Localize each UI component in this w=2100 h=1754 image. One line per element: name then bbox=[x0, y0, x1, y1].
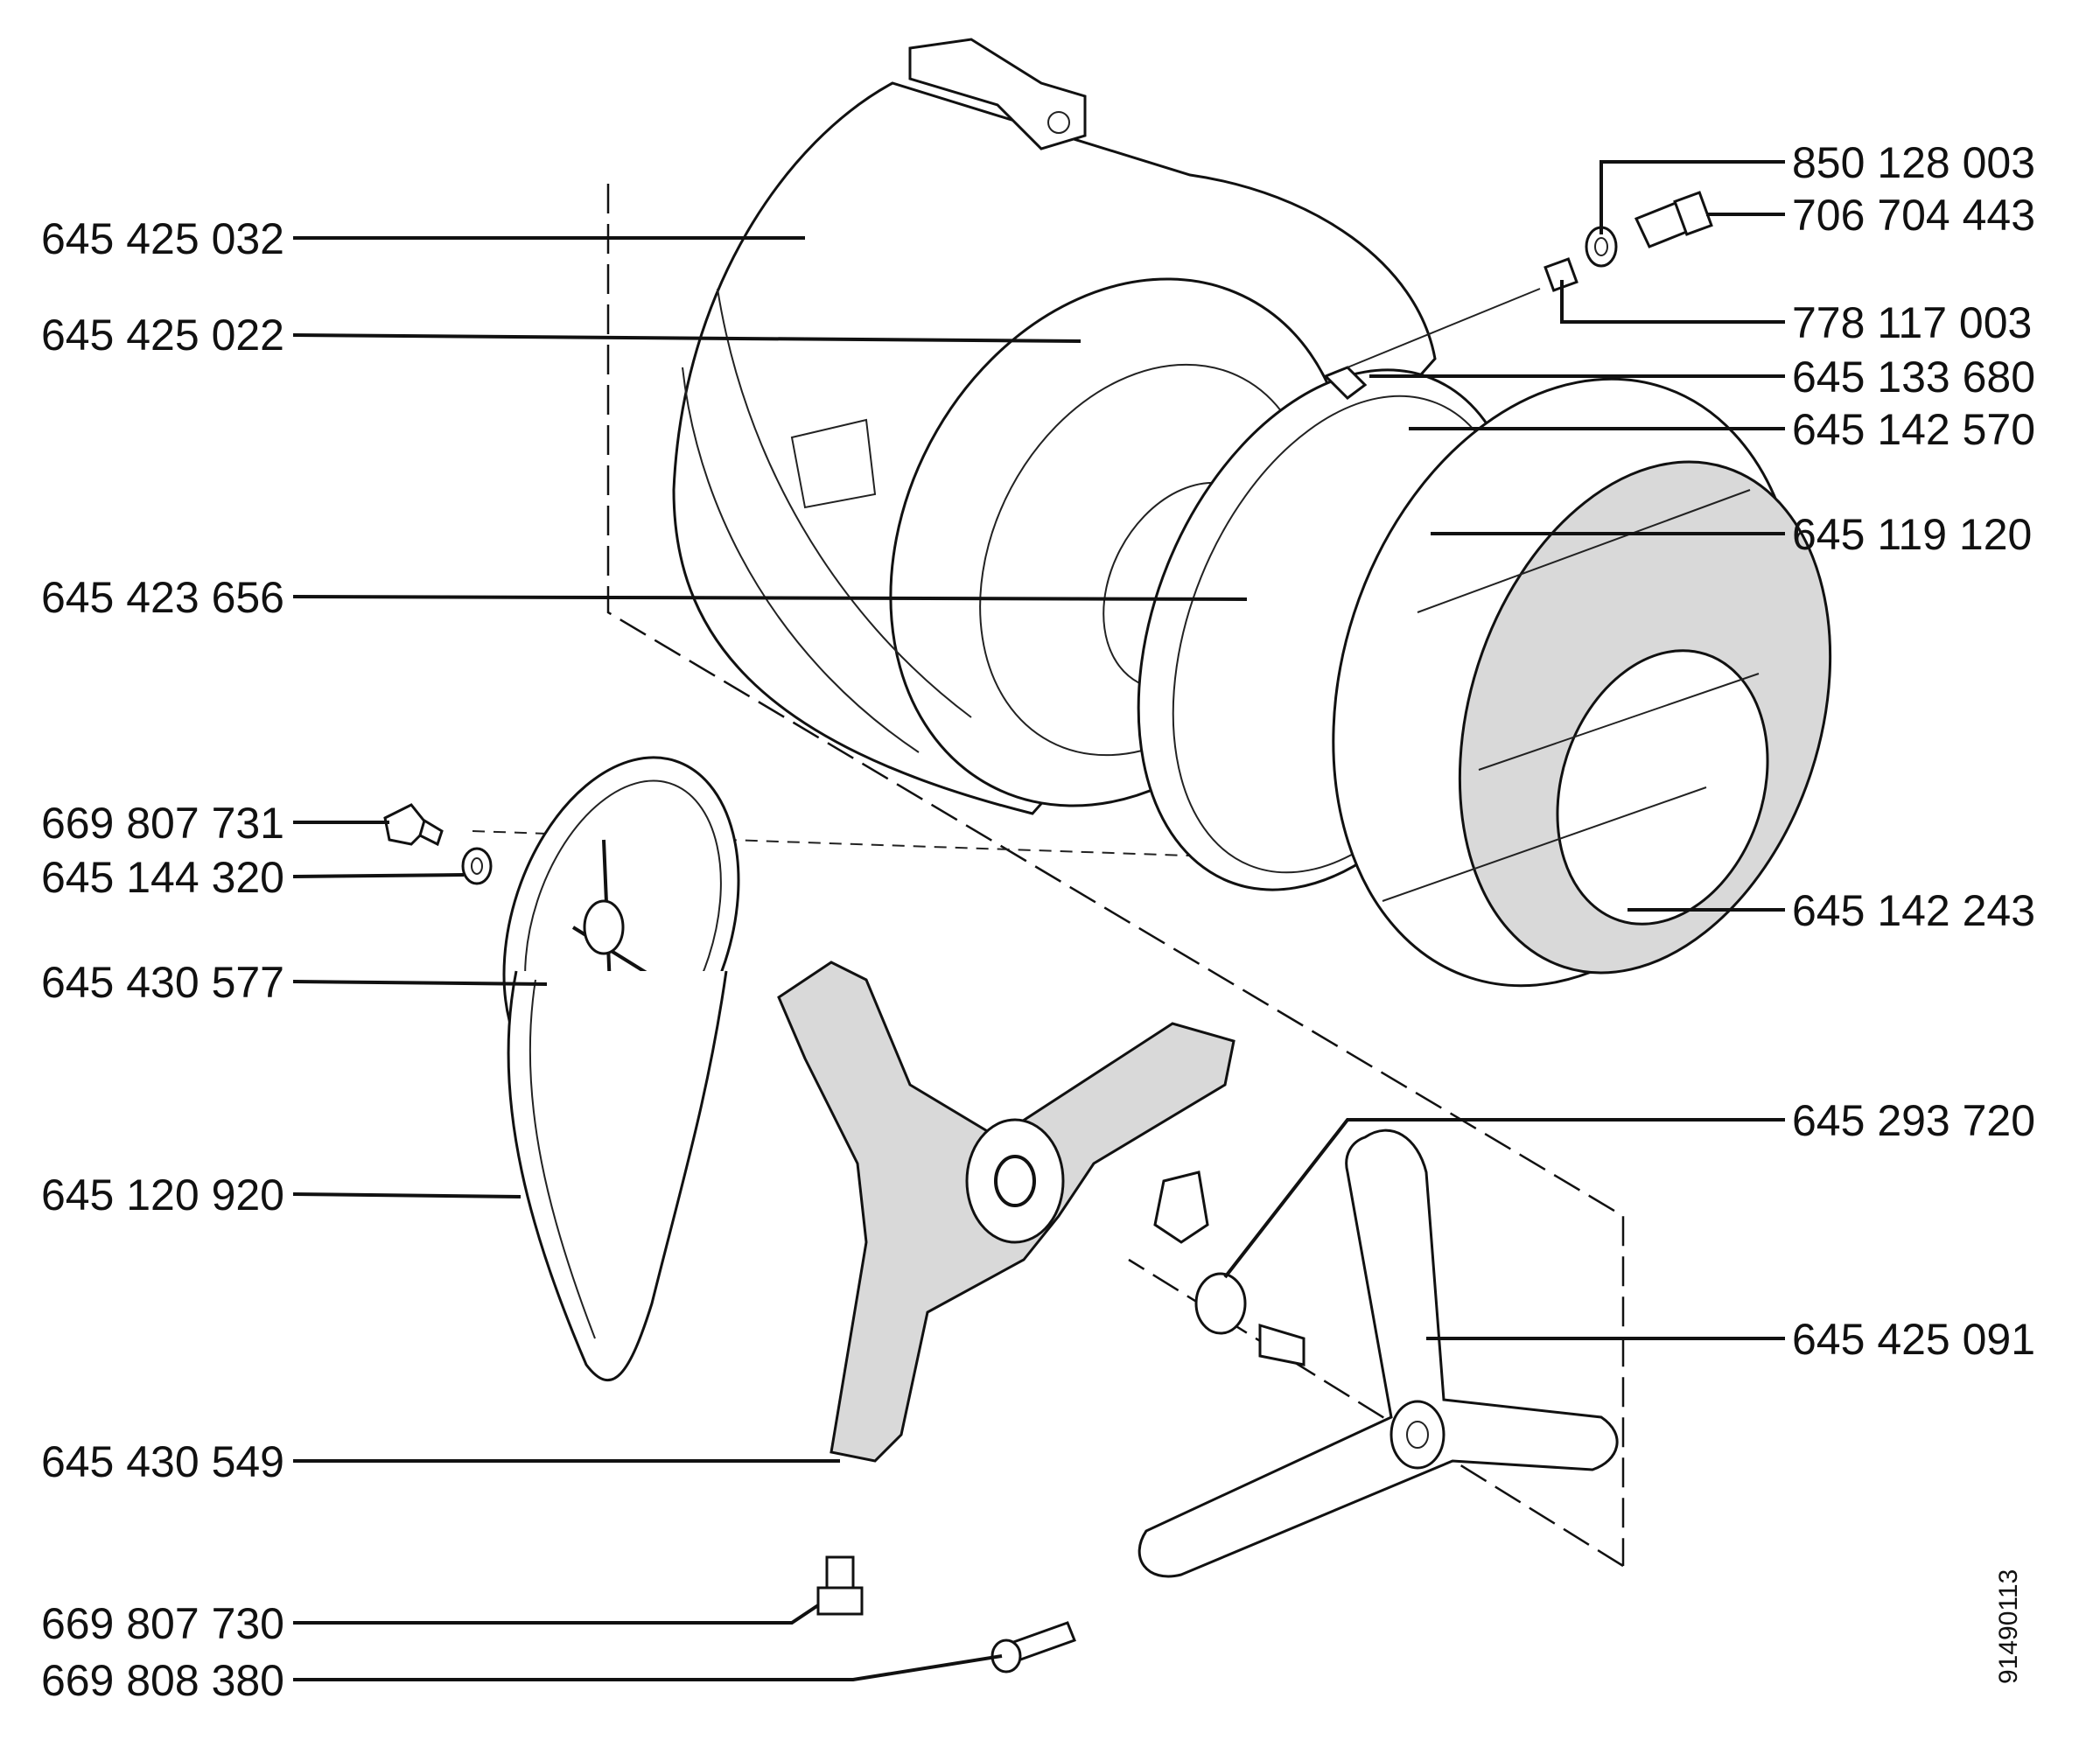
callout-label: 645 133 680 bbox=[1792, 353, 2035, 402]
drawing-code: 91490113 bbox=[1994, 1569, 2023, 1684]
callout-label: 645 430 577 bbox=[41, 958, 284, 1007]
upper-fasteners bbox=[1544, 191, 1713, 292]
axle-bushing bbox=[1194, 1272, 1306, 1366]
pulley-fasteners bbox=[383, 803, 493, 885]
leader-lines bbox=[292, 160, 1785, 1681]
callout-label: 778 117 003 bbox=[1792, 298, 2032, 347]
callout-label: 645 119 120 bbox=[1792, 510, 2032, 559]
callout-label: 645 423 656 bbox=[41, 573, 284, 622]
drum-spider bbox=[1138, 1129, 1619, 1578]
callout-label: 669 807 730 bbox=[41, 1599, 284, 1648]
front-shell-counterweight bbox=[1332, 377, 1832, 988]
callout-label: 850 128 003 bbox=[1792, 138, 2035, 187]
callout-label: 645 425 022 bbox=[41, 311, 284, 360]
callout-label: 645 144 320 bbox=[41, 853, 284, 902]
parts-illustration bbox=[383, 38, 1832, 1674]
callout-label: 645 430 549 bbox=[41, 1437, 284, 1486]
callout-labels-left: 645 425 032 645 425 022 645 423 656 669 … bbox=[41, 214, 284, 1705]
tub-bracket bbox=[777, 961, 1236, 1463]
callout-label: 645 120 920 bbox=[41, 1170, 284, 1219]
callout-label: 645 293 720 bbox=[1792, 1096, 2035, 1145]
callout-label: 645 425 091 bbox=[1792, 1315, 2035, 1364]
callout-labels-right: 850 128 003 706 704 443 778 117 003 645 … bbox=[1792, 138, 2035, 1364]
drive-belt bbox=[507, 970, 728, 1382]
callout-label: 706 704 443 bbox=[1792, 191, 2035, 240]
callout-label: 669 808 380 bbox=[41, 1656, 284, 1705]
callout-label: 645 142 243 bbox=[1792, 886, 2035, 935]
lower-screws bbox=[816, 1555, 1076, 1674]
callout-label: 645 142 570 bbox=[1792, 405, 2035, 454]
callout-label: 669 807 731 bbox=[41, 799, 284, 848]
callout-label: 645 425 032 bbox=[41, 214, 284, 263]
